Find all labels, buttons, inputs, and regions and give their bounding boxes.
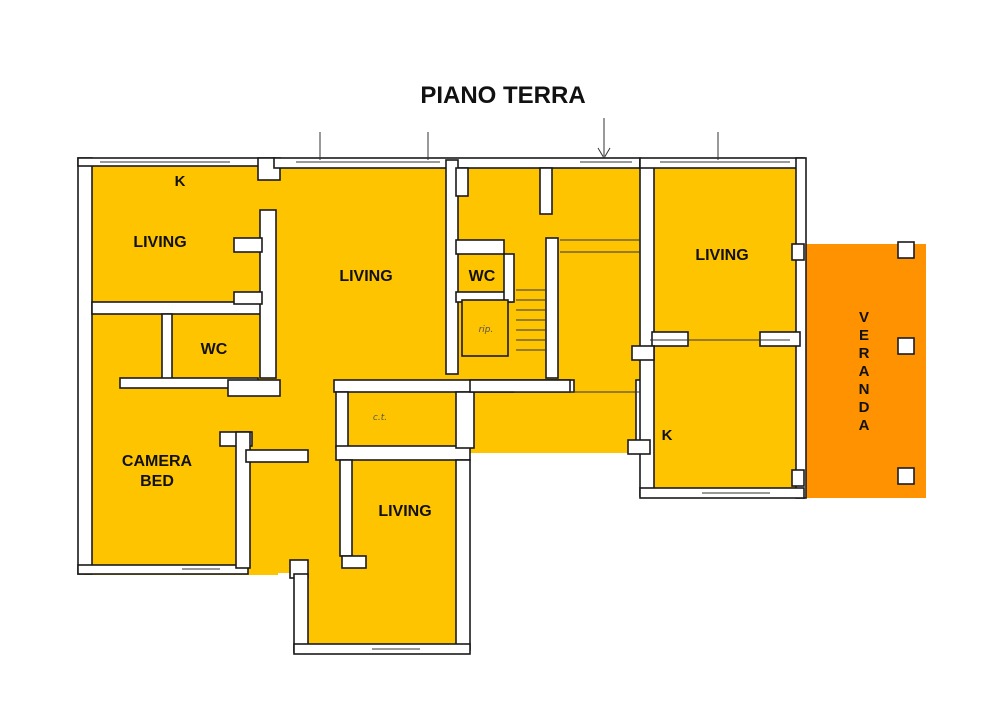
- veranda-letter: V: [859, 309, 869, 326]
- label-living-top-left: LIVING: [133, 234, 186, 251]
- label-wc-left: WC: [201, 341, 228, 358]
- label-living-bottom: LIVING: [378, 503, 431, 520]
- veranda-letter: R: [859, 345, 870, 362]
- veranda-letter: N: [859, 381, 870, 398]
- veranda-letter: A: [859, 417, 870, 434]
- annotation-rip: rip.: [479, 325, 494, 335]
- annotation-ct: c.t.: [373, 413, 387, 423]
- walls: [77, 157, 915, 655]
- veranda-fill: [804, 244, 926, 498]
- label-wc-center: WC: [469, 268, 496, 285]
- room-bottom-living: [298, 560, 468, 652]
- veranda-letter: E: [859, 327, 869, 344]
- stairs: [516, 289, 546, 351]
- label-living-right: LIVING: [695, 247, 748, 264]
- label-living-center: LIVING: [339, 268, 392, 285]
- room-lower-center: [246, 447, 468, 573]
- veranda-letter: A: [859, 363, 870, 380]
- label-camera-line1: CAMERA: [122, 453, 193, 470]
- veranda-letter: D: [859, 399, 870, 416]
- room-fills: [84, 160, 804, 652]
- room-corridor: [246, 385, 641, 453]
- label-camera-line2: BED: [140, 473, 174, 490]
- label-k-top-left: K: [175, 173, 186, 190]
- window-marks: [100, 118, 790, 650]
- label-k-right: K: [662, 427, 673, 444]
- room-right-block: [640, 160, 804, 498]
- plan-title: PIANO TERRA: [420, 82, 585, 109]
